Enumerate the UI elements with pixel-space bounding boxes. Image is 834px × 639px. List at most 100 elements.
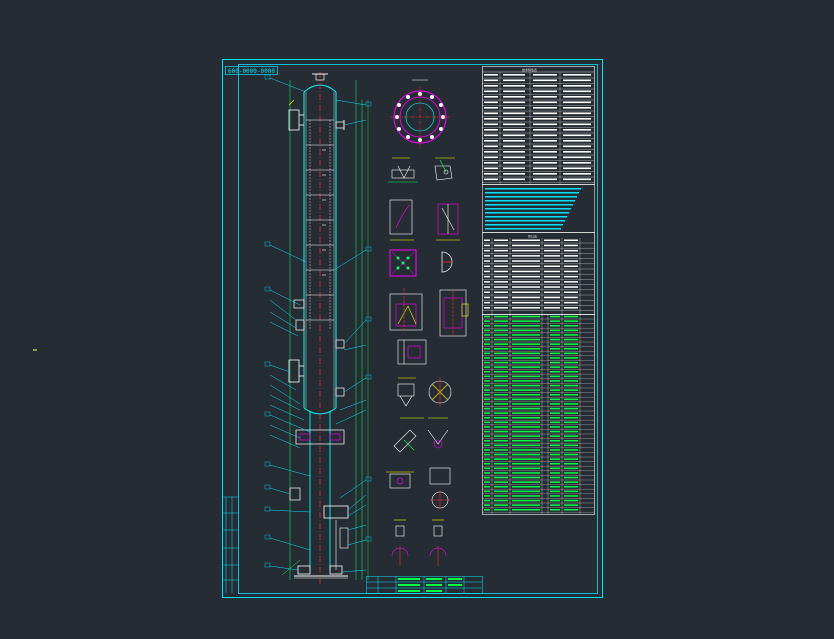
spec-cell [563, 101, 591, 104]
parts-cell [484, 366, 490, 368]
parts-cell [494, 371, 508, 373]
nozzle-cell [544, 307, 560, 309]
spec-cell [484, 178, 498, 181]
spec-cell [503, 85, 525, 87]
spec-cell [484, 112, 498, 115]
nozzle-cell [564, 275, 578, 278]
nozzle-cell [484, 307, 490, 309]
detail-c [389, 199, 414, 241]
parts-cell [512, 371, 540, 373]
detail-a [388, 157, 418, 183]
spec-cell [563, 118, 591, 120]
parts-cell [564, 338, 578, 341]
parts-cell [512, 394, 540, 396]
spec-cell [533, 74, 557, 76]
spec-cell [484, 79, 498, 82]
parts-cell [550, 375, 560, 378]
spec-cell [484, 118, 498, 120]
spec-cell [533, 173, 557, 175]
parts-cell [550, 348, 560, 350]
parts-cell [484, 412, 490, 414]
spec-cell [563, 90, 591, 93]
spec-cell [503, 123, 525, 126]
parts-cell [550, 463, 560, 465]
parts-cell [484, 417, 490, 419]
parts-cell [494, 467, 508, 470]
nozzle-cell [494, 239, 508, 241]
spec-cell [484, 151, 498, 153]
parts-cell [494, 384, 508, 387]
parts-cell [512, 449, 540, 451]
title-tag-text: 600-0000-0000 [228, 68, 275, 75]
parts-cell [494, 458, 508, 460]
parts-cell [484, 348, 490, 350]
nozzle-cell [512, 260, 540, 262]
spec-cell [533, 145, 557, 148]
parts-cell [512, 380, 540, 382]
parts-cell [550, 384, 560, 387]
parts-cell [512, 329, 540, 332]
spec-cell [563, 140, 591, 142]
note-line [485, 216, 567, 218]
note-line [485, 196, 577, 198]
parts-cell [494, 394, 508, 396]
nozzle-cell [564, 307, 578, 309]
spec-cell [563, 107, 591, 109]
parts-cell [550, 412, 560, 414]
parts-cell [550, 481, 560, 483]
spec-cell [484, 85, 498, 87]
parts-cell [512, 499, 540, 502]
spec-cell [563, 162, 591, 164]
parts-cell [564, 357, 578, 359]
parts-cell [550, 426, 560, 428]
spec-cell [563, 123, 591, 126]
parts-cell [484, 458, 490, 460]
nozzle-cell [494, 249, 508, 252]
parts-cell [564, 380, 578, 382]
parts-cell [512, 458, 540, 460]
spec-cell [563, 74, 591, 76]
spec-cell [503, 107, 525, 109]
parts-cell [550, 490, 560, 493]
spec-cell [563, 167, 591, 170]
nozzle-cell [494, 275, 508, 278]
nozzle-cell [512, 307, 540, 309]
parts-cell [494, 495, 508, 497]
note-line [485, 220, 565, 222]
parts-cell [494, 338, 508, 341]
nozzle-cell [512, 281, 540, 283]
spec-cell [533, 167, 557, 170]
spec-cell [533, 85, 557, 87]
parts-list [482, 314, 595, 515]
parts-cell [484, 449, 490, 451]
parts-cell [550, 472, 560, 474]
spec-cell [533, 178, 557, 181]
nozzle-cell [564, 255, 578, 257]
parts-cell [512, 453, 540, 456]
spec-cell [503, 140, 525, 142]
parts-cell [550, 325, 560, 327]
parts-cell [564, 325, 578, 327]
parts-cell [512, 398, 540, 401]
spec-cell [533, 118, 557, 120]
parts-cell [564, 472, 578, 474]
parts-cell [484, 338, 490, 341]
nozzle-cell [484, 291, 490, 293]
parts-cell [550, 338, 560, 341]
spec-cell [484, 107, 498, 109]
spec-cell [533, 134, 557, 137]
parts-cell [484, 343, 490, 345]
spec-table-header: 技术特性表 [522, 67, 537, 72]
parts-cell [494, 366, 508, 368]
detail-g [393, 417, 424, 453]
parts-cell [564, 504, 578, 506]
detail-b [434, 157, 455, 181]
parts-cell [494, 504, 508, 506]
detail-k [391, 519, 409, 566]
spec-cell [503, 167, 525, 170]
spec-cell [533, 79, 557, 82]
spec-cell [563, 156, 591, 159]
nozzle-cell [544, 260, 560, 262]
